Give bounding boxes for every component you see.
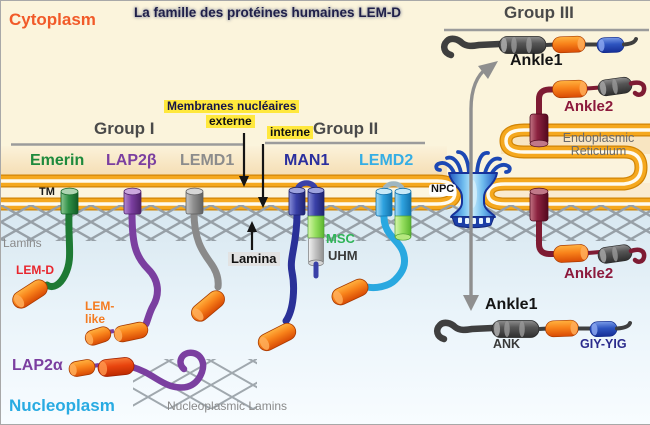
lemd1-label: LEMD1	[180, 152, 235, 169]
msc-domain-label: MSC	[326, 231, 355, 246]
ankle2-bottom-protein	[529, 187, 647, 264]
diagram-title: La famille des protéines humaines LEM-D	[134, 5, 402, 20]
nucleoplasmic-lamins-label: Nucleoplasmic Lamins	[167, 399, 288, 413]
giy-yig-domain-label: GIY-YIG	[580, 337, 627, 351]
lem-like-domain	[68, 359, 96, 377]
npc-structure	[434, 150, 512, 229]
ankle1-top-label: Ankle1	[510, 52, 563, 69]
lem-d-domain	[552, 35, 586, 54]
npc-cytoplasmic-filaments	[434, 150, 512, 175]
tm-label: TM	[39, 186, 55, 198]
uhm-domain	[308, 237, 324, 264]
giy-yig-domain	[596, 36, 625, 54]
inner-membrane-label: interne	[267, 126, 314, 139]
lemd2-protein	[331, 181, 412, 306]
msc-domain	[307, 215, 325, 239]
lamina-arrow	[247, 221, 257, 232]
annotation-arrows	[239, 133, 268, 250]
cytoplasm-label: Cytoplasm	[9, 10, 96, 29]
lem-d-domain	[12, 279, 48, 309]
lamina-label: Lamina	[228, 252, 280, 266]
lem-d-domain	[257, 322, 297, 352]
lem-d-domain-label: LEM-D	[16, 263, 54, 277]
inner-membrane-arrow	[258, 197, 268, 208]
lem-d-domain	[553, 244, 589, 263]
lem-d-domain	[331, 278, 369, 306]
lem-d-domain	[113, 321, 149, 343]
peach-band	[1, 146, 447, 177]
man1-label: MAN1	[284, 152, 330, 169]
nucleoplasm-label: Nucleoplasm	[9, 396, 115, 415]
lem-d-domain	[552, 79, 588, 99]
group1-heading: Group I	[94, 119, 155, 138]
ankle1-bottom-label: Ankle1	[485, 296, 538, 313]
man1-protein	[257, 180, 325, 352]
tm-domain	[529, 190, 549, 222]
giy-yig-domain	[589, 320, 618, 338]
emerin-label: Emerin	[30, 152, 85, 169]
group3-heading: Group III	[504, 3, 574, 22]
outer-membrane-arrow	[239, 176, 249, 187]
ankle2-top-label: Ankle2	[564, 98, 614, 115]
lem-d-domain	[97, 357, 135, 377]
er-label-line1: Endoplasmic	[562, 131, 635, 145]
lem-like-domain-label: LEM- like	[85, 300, 114, 325]
lem-d-domain	[545, 319, 579, 338]
lem-like-domain	[84, 326, 112, 346]
er-label-line2: Reticulum	[570, 144, 627, 159]
lap2b-protein	[84, 187, 161, 346]
ankle1-top-protein	[441, 35, 638, 59]
emerin-protein	[12, 187, 79, 309]
lap2a-label: LAP2α	[12, 357, 63, 374]
er-label: Endoplasmic Reticulum	[546, 131, 650, 159]
lamins-label: Lamins	[3, 236, 42, 250]
lem-like-line1: LEM-	[85, 299, 115, 313]
npc-basket-teeth	[458, 217, 490, 224]
ankle2-bottom-label: Ankle2	[564, 265, 614, 282]
lap2b-label: LAP2β	[106, 152, 157, 169]
shuttle-arrow	[463, 61, 498, 311]
ank-domain-label: ANK	[493, 337, 521, 351]
uhm-domain-label: UHM	[328, 248, 358, 263]
group2-heading: Group II	[313, 119, 379, 138]
lap2a-protein	[68, 349, 207, 391]
lem-d-domain	[191, 290, 225, 322]
lemd1-protein	[185, 187, 225, 322]
ankle2-top-protein	[529, 76, 647, 148]
lemd2-label: LEMD2	[359, 152, 414, 169]
lem-like-line2: like	[85, 311, 106, 326]
ank-domain	[597, 244, 633, 264]
outer-membrane-label: externe	[206, 115, 255, 128]
ankle1-bottom-protein	[434, 319, 632, 343]
nuclear-membranes-label: Membranes nucléaires	[164, 100, 300, 113]
npc-label: NPC	[429, 183, 457, 196]
